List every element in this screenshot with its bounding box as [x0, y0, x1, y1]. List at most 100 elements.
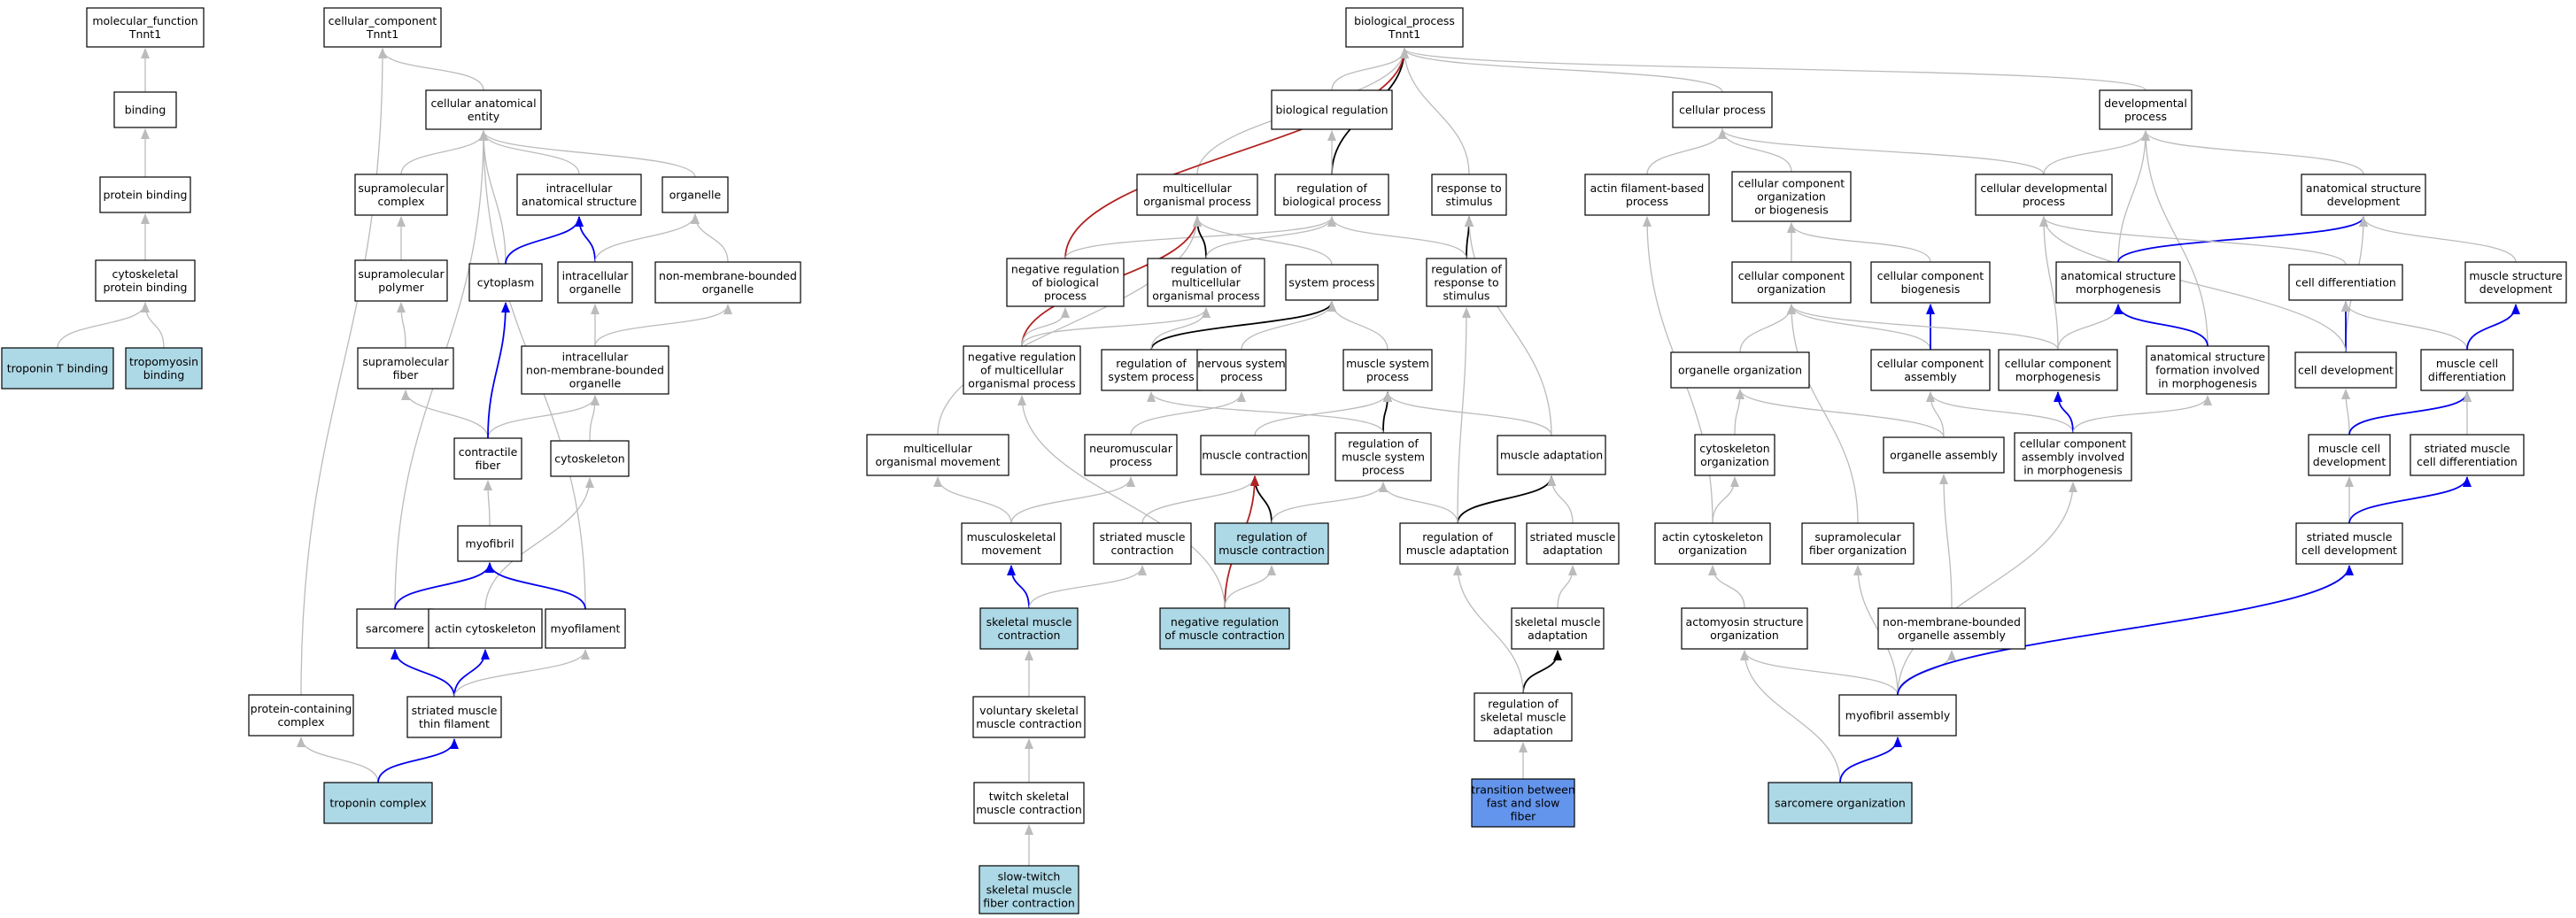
term-node-binding[interactable]: binding: [113, 91, 177, 128]
term-node-troponin_complex[interactable]: troponin complex: [323, 782, 433, 824]
edge-is_a-intracellular_organelle-to-organelle: [594, 213, 700, 263]
term-node-muscle_adaptation[interactable]: muscle adaptation: [1497, 435, 1606, 475]
term-label-line: cellular component: [1877, 357, 1984, 370]
term-label-line: process: [1366, 370, 1409, 383]
term-box: [516, 174, 642, 216]
term-node-organelle_assembly[interactable]: organelle assembly: [1883, 436, 2005, 474]
term-node-protein_binding[interactable]: protein binding: [99, 176, 191, 213]
term-node-myofibril[interactable]: myofibril: [457, 525, 522, 562]
term-node-sarcomere[interactable]: sarcomere: [356, 608, 434, 649]
term-node-myofibril_assembly[interactable]: myofibril assembly: [1838, 694, 1957, 737]
term-node-biological_regulation[interactable]: biological regulation: [1271, 89, 1393, 130]
term-label-line: regulation of: [1422, 530, 1493, 544]
term-node-myofilament[interactable]: myofilament: [545, 608, 626, 649]
term-node-cytoplasm[interactable]: cytoplasm: [468, 263, 543, 302]
edge-part_of-anatomical_structure_formation_in_morphogenesis-to-anatomical_structure_morphogenesis: [2114, 304, 2209, 347]
term-box: [1731, 261, 1852, 304]
term-label-line: organismal movement: [876, 455, 1001, 468]
term-node-system_process[interactable]: system process: [1285, 264, 1379, 301]
term-box: [961, 522, 1062, 565]
term-node-cytoskeleton[interactable]: cytoskeleton: [550, 440, 630, 477]
term-node-cell_differentiation[interactable]: cell differentiation: [2288, 264, 2403, 301]
term-label-line: organelle: [569, 377, 622, 390]
term-node-cell_development[interactable]: cell development: [2294, 351, 2397, 389]
edge-is_a-regulation_of_multicellular_organismal_process-to-regulation_of_biological_process: [1205, 216, 1336, 259]
term-node-intracellular_nmb_organelle[interactable]: intracellularnon-membrane-boundedorganel…: [521, 345, 669, 395]
term-node-troponin_t_binding[interactable]: troponin T binding: [1, 347, 114, 390]
term-node-actin_cytoskeleton[interactable]: actin cytoskeleton: [428, 608, 543, 649]
term-node-cellular_process[interactable]: cellular process: [1672, 91, 1773, 128]
term-node-organelle[interactable]: organelle: [661, 176, 729, 213]
term-label-line: organization: [1757, 282, 1826, 296]
term-node-sarcomere_organization[interactable]: sarcomere organization: [1768, 782, 1913, 824]
term-box: [1801, 522, 1915, 565]
term-label-line: cellular component: [1738, 177, 1845, 190]
term-node-organelle_organization[interactable]: organelle organization: [1670, 351, 1810, 389]
term-node-muscle_contraction[interactable]: muscle contraction: [1200, 435, 1310, 475]
